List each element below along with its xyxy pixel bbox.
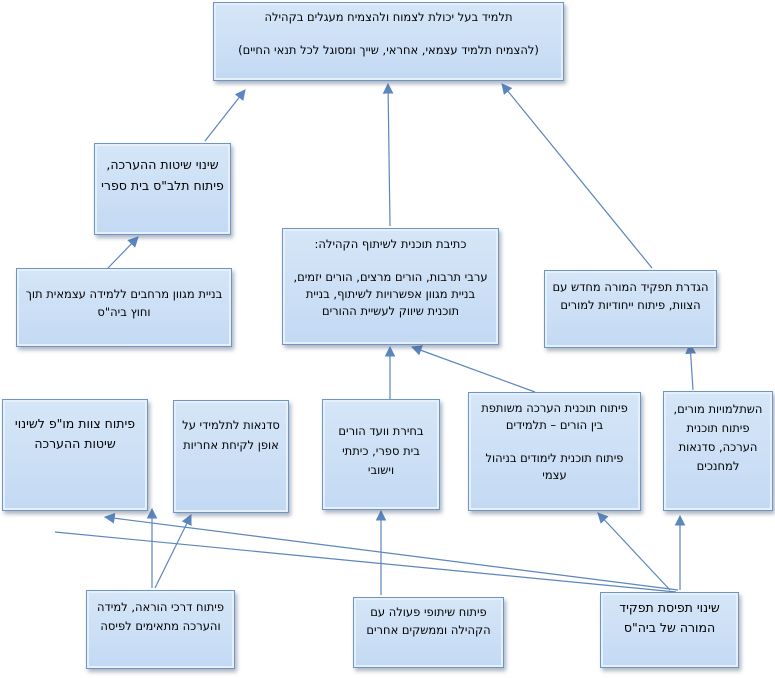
partnerships-box: פיתוח שיתופי פעולה עם הקהילה וממשקים אחר… — [353, 597, 504, 668]
arrow-assessment-to-goal — [204, 89, 246, 142]
perception-change-text: שינוי תפיסת תפקיד המורה של ביה"ס — [619, 600, 720, 635]
joint-assessment-text: פיתוח תוכנית הערכה משותפת בין הורים – תל… — [481, 401, 628, 482]
learning-spaces-text: בניית מגוון מרחבים ללמידה עצמאית תוך וחו… — [25, 287, 223, 320]
goal-box: תלמיד בעל יכולת לצמוח ולהצמיח מעגלים בקה… — [213, 2, 564, 81]
parents-committee-box: בחירת וועד הורים בית ספרי, כיתתי וישובי — [322, 399, 440, 510]
perception-change-box: שינוי תפיסת תפקיד המורה של ביה"ס — [600, 592, 739, 668]
learning-spaces-box: בניית מגוון מרחבים ללמידה עצמאית תוך וחו… — [16, 268, 232, 347]
partnerships-text: פיתוח שיתופי פעולה עם הקהילה וממשקים אחר… — [366, 605, 491, 638]
teaching-methods-text: פיתוח דרכי הוראה, למידה והערכה מתאימים ל… — [96, 600, 225, 633]
student-workshops-text: סדנאות לתלמידי על אופן לקיחת אחריות — [182, 418, 280, 453]
teaching-methods-box: פיתוח דרכי הוראה, למידה והערכה מתאימים ל… — [86, 590, 235, 669]
community-plan-text: כתיבת תוכנית לשיתוף הקהילה: ערבי תרבות, … — [293, 237, 488, 318]
arrow-perception-to-staff — [103, 512, 679, 591]
arrow-joint-to-community — [410, 345, 536, 393]
staff-team-box: פיתוח צוות מו"פ לשינוי שיטות ההערכה — [2, 399, 148, 511]
arrow-spaces-to-assessment — [107, 236, 139, 269]
arrow-teacherrole-to-goal — [501, 83, 653, 269]
assessment-change-text: שינוי שיטות ההערכה, פיתוח תלב"ס בית ספרי — [101, 157, 224, 194]
joint-assessment-box: פיתוח תוכנית הערכה משותפת בין הורים – תל… — [468, 392, 641, 511]
community-plan-box: כתיבת תוכנית לשיתוף הקהילה: ערבי תרבות, … — [282, 228, 499, 345]
parents-committee-text: בחירת וועד הורים בית ספרי, כיתתי וישובי — [338, 424, 424, 478]
teacher-training-box: השתלמויות מורים, פיתוח תוכנית הערכה, סדנ… — [663, 391, 773, 511]
arrow-perception-to-joint — [597, 512, 671, 591]
assessment-change-box: שינוי שיטות ההערכה, פיתוח תלב"ס בית ספרי — [94, 143, 231, 235]
goal-text: תלמיד בעל יכולת לצמוח ולהצמיח מעגלים בקה… — [238, 10, 539, 58]
teacher-training-text: השתלמויות מורים, פיתוח תוכנית הערכה, סדנ… — [673, 402, 763, 473]
teacher-role-text: הגדרת תפקיד המורה מחדש עם הצוות, פיתוח י… — [552, 280, 709, 313]
line-spaces-to-perception — [54, 531, 677, 593]
staff-team-text: פיתוח צוות מו"פ לשינוי שיטות ההערכה — [14, 416, 136, 451]
arrow-training-to-role — [685, 342, 697, 391]
teacher-role-box: הגדרת תפקיד המורה מחדש עם הצוות, פיתוח י… — [544, 270, 717, 348]
student-workshops-box: סדנאות לתלמידי על אופן לקיחת אחריות — [173, 400, 289, 513]
arrow-community-to-goal — [382, 82, 394, 227]
